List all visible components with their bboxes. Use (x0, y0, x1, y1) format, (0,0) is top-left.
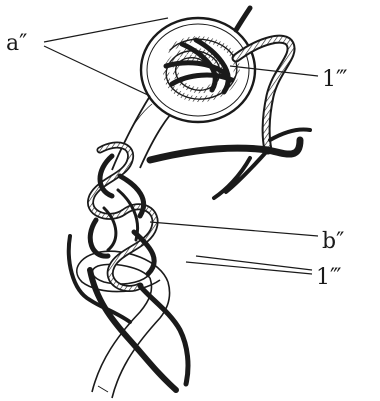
label-b: b″ (322, 229, 344, 254)
label-a: a″ (6, 31, 27, 56)
leader-a-upper (44, 18, 168, 42)
leader-a-lower (44, 46, 150, 96)
label-1-top: 1‴ (322, 67, 347, 92)
leader-b (150, 222, 318, 236)
label-1-bottom: 1‴ (316, 265, 341, 290)
capillary-network (69, 145, 188, 390)
